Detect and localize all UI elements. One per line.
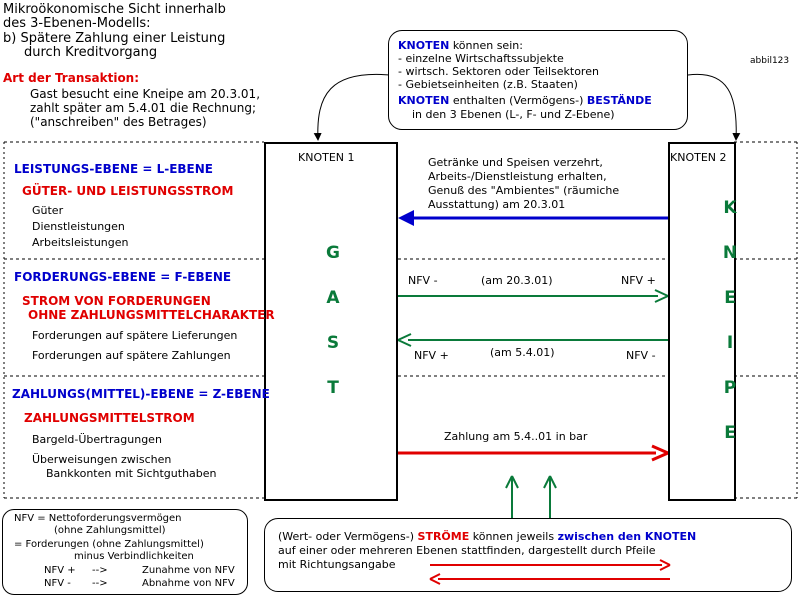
legend-plus-arrow: --> (92, 565, 108, 576)
knoten-line-5: KNOTEN enthalten (Vermögens-) BESTÄNDE (398, 95, 652, 106)
stroeme-line-2: auf einer oder mehreren Ebenen stattfind… (278, 544, 656, 557)
title-line: durch Kreditvorgang (24, 45, 158, 60)
knoten-item: - wirtsch. Sektoren oder Teilsektoren (398, 65, 599, 78)
arrow-f2-green-head (397, 333, 412, 347)
node-left-letter: T (327, 378, 339, 398)
stroeme-pre: (Wert- oder Vermögens-) (278, 530, 415, 543)
f2-left-label: NFV + (414, 349, 449, 362)
level-l-item: Arbeitsleistungen (32, 236, 129, 249)
arrow-up-green-2-head (543, 475, 557, 489)
level-z-item: Bankkonten mit Sichtguthaben (46, 467, 217, 480)
stroeme-box (264, 518, 792, 592)
legend-box (2, 509, 248, 595)
transaction-label: Art der Transaktion: (3, 71, 140, 85)
l-flow-text: Arbeits-/Dienstleistung erhalten, (428, 170, 607, 183)
node-left-letter: S (326, 333, 340, 353)
connector-left (313, 73, 391, 141)
stroeme-line-3: mit Richtungsangabe (278, 558, 396, 571)
node-right-letter: P (723, 378, 737, 398)
node-right-letter: E (724, 288, 736, 308)
transaction-line: zahlt später am 5.4.01 die Rechnung; (30, 101, 257, 115)
l-flow-text: Getränke und Speisen verzehrt, (428, 156, 603, 169)
node-right-header: KNOTEN 2 (670, 151, 727, 164)
level-z-item: Bargeld-Übertragungen (32, 433, 162, 446)
arrow-box-red-left-head (429, 573, 441, 585)
level-f-item: Forderungen auf spätere Lieferungen (32, 329, 238, 342)
arrow-f1-green-head (654, 289, 669, 303)
stroeme-line-1: (Wert- oder Vermögens-) STRÖME können je… (278, 531, 696, 542)
zwischen-knoten-keyword: zwischen den KNOTEN (557, 530, 697, 543)
knoten-line-5-mid: enthalten (Vermögens-) (452, 94, 584, 107)
level-f-item: Forderungen auf spätere Zahlungen (32, 349, 231, 362)
node-right-letter: K (723, 198, 737, 218)
level-z-subtitle: ZAHLUNGSMITTELSTROM (24, 411, 195, 425)
knoten-item: - Gebietseinheiten (z.B. Staaten) (398, 78, 578, 91)
knoten-line-1-rest: können sein: (452, 39, 523, 52)
arrow-l-blue-head (398, 210, 414, 226)
title-line: des 3-Ebenen-Modells: (3, 16, 151, 31)
legend-plus-text: Zunahme von NFV (142, 565, 235, 576)
knoten-keyword: KNOTEN (398, 94, 450, 107)
knoten-item: - einzelne Wirtschaftssubjekte (398, 52, 564, 65)
node-box-right (668, 142, 736, 501)
z-flow-text: Zahlung am 5.4..01 in bar (444, 430, 588, 443)
l-flow-text: Ausstattung) am 20.3.01 (428, 198, 566, 211)
level-l-item: Güter (32, 204, 64, 217)
level-f-subtitle: OHNE ZAHLUNGSMITTELCHARAKTER (28, 308, 275, 322)
node-box-left (264, 142, 398, 501)
legend-line: minus Verbindlichkeiten (74, 551, 194, 562)
f1-center-label: (am 20.3.01) (481, 274, 553, 287)
level-l-subtitle: GÜTER- UND LEISTUNGSSTROM (22, 184, 234, 198)
knoten-line-1: KNOTEN können sein: (398, 40, 523, 51)
legend-minus-sym: NFV - (44, 578, 71, 589)
level-l-item: Dienstleistungen (32, 220, 125, 233)
level-f-title: FORDERUNGS-EBENE = F-EBENE (14, 270, 232, 284)
node-left-letter: G (326, 243, 340, 263)
arrow-up-green-1-head (505, 475, 519, 489)
legend-plus-sym: NFV + (44, 565, 76, 576)
knoten-line-6: in den 3 Ebenen (L-, F- und Z-Ebene) (412, 108, 615, 121)
level-z-item: Überweisungen zwischen (32, 453, 172, 466)
title-line: b) Spätere Zahlung einer Leistung (3, 31, 226, 46)
node-right-letter: E (724, 423, 736, 443)
f2-center-label: (am 5.4.01) (490, 346, 555, 359)
arrow-z-red-head (651, 444, 669, 462)
node-left-header: KNOTEN 1 (298, 151, 355, 164)
corner-id: abbil123 (750, 56, 790, 66)
legend-line: = Forderungen (ohne Zahlungsmittel) (14, 539, 204, 550)
legend-line: (ohne Zahlungsmittel) (54, 525, 166, 536)
level-l-title: LEISTUNGS-EBENE = L-EBENE (14, 162, 213, 176)
knoten-info-box (388, 30, 688, 130)
transaction-line: ("anschreiben" des Betrages) (30, 115, 207, 129)
knoten-keyword: KNOTEN (398, 39, 450, 52)
f2-right-label: NFV - (626, 349, 656, 362)
node-right-letter: N (722, 243, 738, 263)
bestaende-keyword: BESTÄNDE (586, 94, 652, 107)
transaction-line: Gast besucht eine Kneipe am 20.3.01, (30, 87, 261, 101)
legend-minus-text: Abnahme von NFV (142, 578, 235, 589)
legend-line: NFV = Nettoforderungsvermögen (14, 513, 182, 524)
node-right-letter: I (726, 333, 734, 353)
stroeme-mid: können jeweils (472, 530, 555, 543)
l-flow-text: Genuß des "Ambientes" (räumiche (428, 184, 620, 197)
stroeme-keyword: STRÖME (417, 530, 470, 543)
title-line: Mikroökonomische Sicht innerhalb (3, 2, 226, 17)
level-f-subtitle: STROM VON FORDERUNGEN (22, 294, 211, 308)
node-left-letter: A (326, 288, 340, 308)
legend-minus-arrow: --> (92, 578, 108, 589)
connector-right (687, 73, 741, 141)
f1-left-label: NFV - (408, 274, 438, 287)
arrow-box-red-right-head (659, 559, 671, 571)
level-z-title: ZAHLUNGS(MITTEL)-EBENE = Z-EBENE (12, 387, 270, 401)
f1-right-label: NFV + (621, 274, 656, 287)
